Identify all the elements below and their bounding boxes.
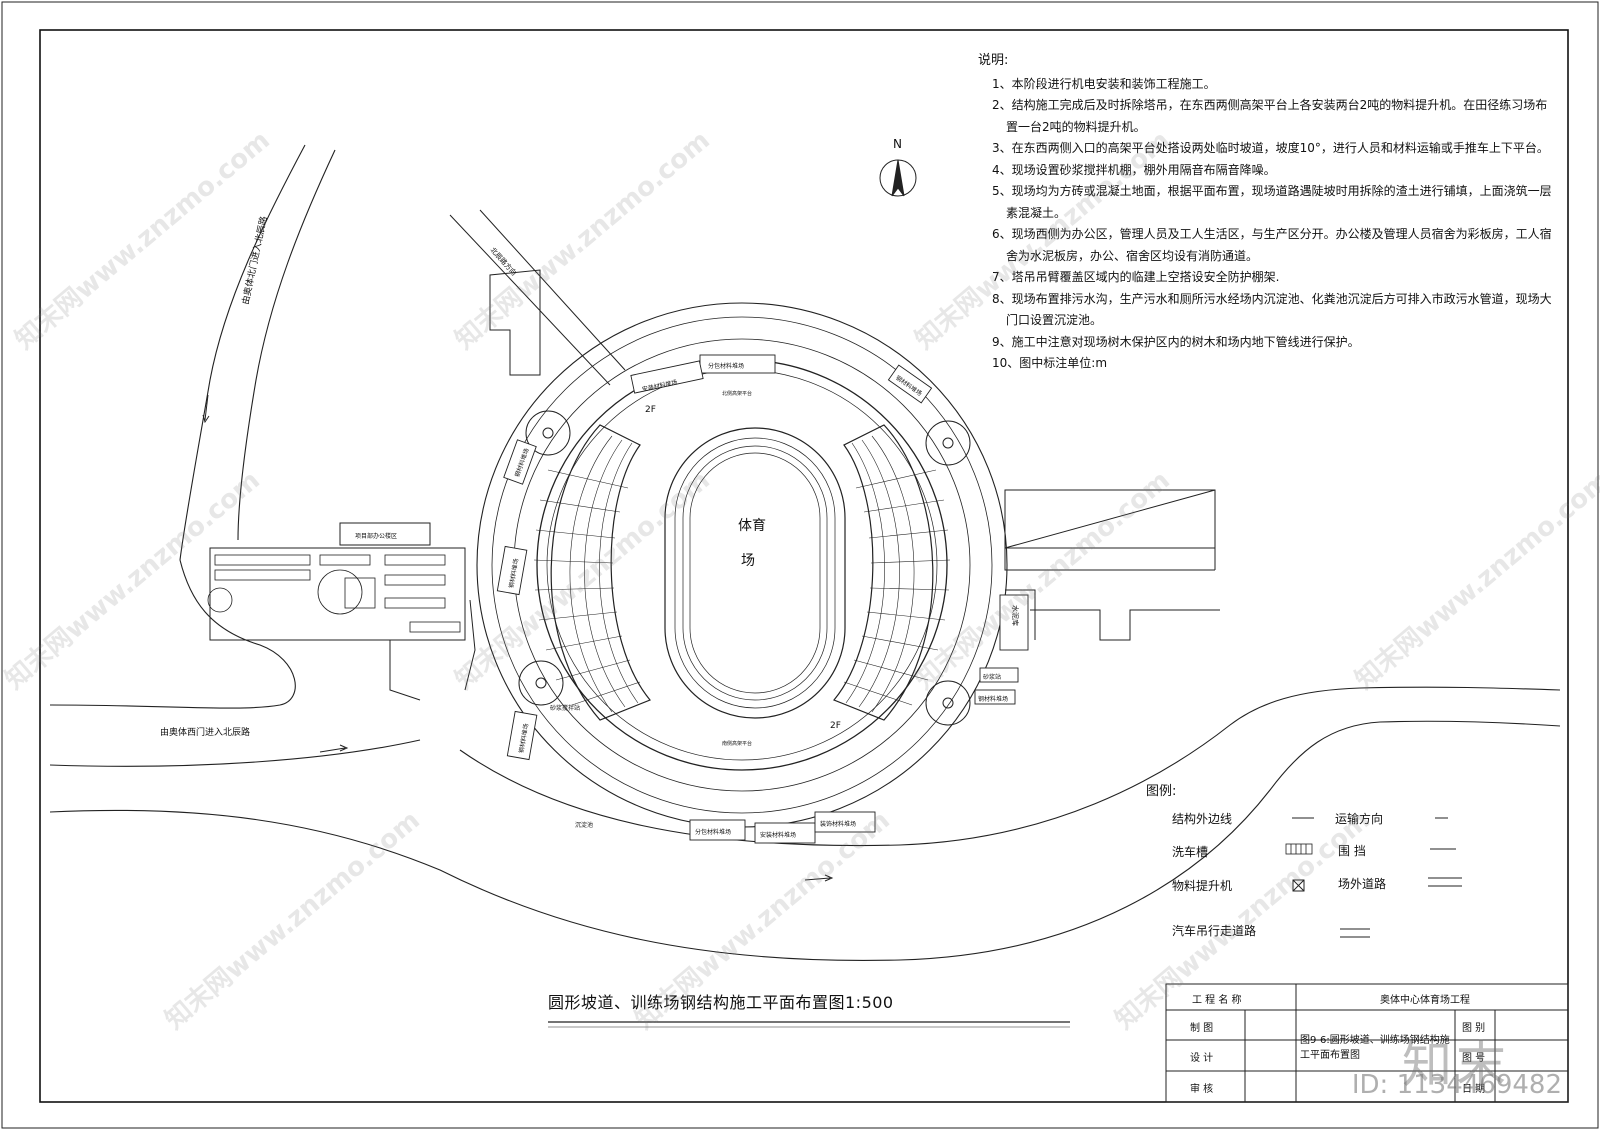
mortar-west: 砂浆搅拌站 [550,704,580,712]
tb-number-label: 图 号 [1462,1053,1486,1064]
river-edge-south [49,720,1561,961]
floor-label-bottom: 2F [830,721,841,731]
stack-south-1: 分包材料堆场 [695,828,731,836]
notes-panel: 说明: 1、本阶段进行机电安装和装饰工程施工。 2、结构施工完成后及时拆除塔吊，… [978,50,1558,375]
road-nw-label: 由奥体北门进入北辰路 [239,215,269,306]
stack-south-3: 装饰材料堆场 [820,820,856,828]
material-stacks [496,354,1029,844]
west-compound [209,547,466,641]
note-item: 4、现场设置砂浆搅拌机棚，棚外用隔音布隔音降噪。 [992,162,1276,177]
note-item: 6、现场西侧为办公区，管理人员及工人生活区，与生产区分开。办公楼及管理人员宿舍为… [992,227,1552,263]
stadium-name-1: 体育 [738,518,766,534]
lift-se [942,697,954,709]
lift-se-ring [925,680,971,726]
nw-road-arrow [202,394,210,424]
notes-heading: 说明: [978,53,1009,68]
legend-label-wash: 洗车槽 [1172,845,1209,859]
note-item: 9、施工中注意对现场树木保护区内的树木和场内地下管线进行保护。 [992,334,1360,349]
watermark-brand: 知末 [1402,1036,1510,1094]
north-road-edge-1 [449,214,611,386]
inner-border [39,29,1569,1103]
east-stand-grid [843,469,951,706]
legend-label-outline: 结构外边线 [1172,812,1233,826]
tb-project-value: 奥体中心体育场工程 [1380,995,1470,1006]
compass-label: N [893,137,902,151]
sink-east: 水泥库 [1011,605,1020,626]
west-dormitories [207,554,461,633]
east-annex [1004,548,1220,641]
tb-check-label: 审 核 [1190,1084,1214,1095]
north-platform-label: 北侧高架平台 [722,390,752,397]
legend-symbol-grid [1285,843,1313,855]
note-item: 10、图中标注单位:m [992,356,1108,370]
lift-nw [542,427,554,439]
tb-project-label: 工 程 名 称 [1192,995,1242,1006]
tb-drawn-label: 制 图 [1190,1023,1214,1034]
nw-road-edge-1 [179,144,306,561]
office-block [339,522,431,546]
lift-nw-ring [525,410,571,456]
title-block [1165,983,1569,1103]
steel-east: 钢材料堆场 [978,695,1008,703]
west-road-arrow [319,744,349,753]
legend-label-crane-road: 汽车吊行走道路 [1172,924,1257,938]
note-item: 7、塔吊吊臂覆盖区域内的临建上空搭设安全防护棚架. [992,270,1280,284]
watermark-id: ID: 1134469482 [1351,1070,1562,1100]
track-inner [689,452,821,694]
note-item: 8、现场布置排污水沟，生产污水和厕所污水经场内沉淀池、化粪池沉淀后方可排入市政污… [992,291,1552,328]
road-west-label: 由奥体西门进入北辰路 [160,726,250,738]
south-platform-label: 南侧高架平台 [722,740,752,747]
lift-sw [535,677,547,689]
stack-south-2: 安装材料堆场 [760,831,796,839]
west-road-north-edge [49,559,296,709]
floor-label-top: 2F [645,405,656,415]
tb-drawing-title: 图9-6:圆形坡道、训练场钢结构施工平面布置图 [1300,1035,1450,1061]
tb-design-label: 设 计 [1190,1053,1214,1064]
tb-date-label: 日 期 [1462,1084,1486,1095]
drawing-caption: 圆形坡道、训练场钢结构施工平面布置图1:500 [548,993,894,1012]
river-edge-north [459,686,1561,847]
legend-symbol-lift [1292,879,1305,892]
note-item: 1、本阶段进行机电安装和装饰工程施工。 [992,76,1216,91]
west-access-road [389,599,476,701]
tb-sheet-label: 图 别 [1462,1023,1486,1034]
note-item: 2、结构施工完成后及时拆除塔吊，在东西两侧高架平台上各安装两台2吨的物料提升机。… [992,98,1548,134]
mortar-east: 砂浆站 [983,673,1001,681]
note-item: 3、在东西两侧入口的高架平台处搭设两处临时坡道，坡度10°，进行人员和材料运输或… [992,141,1549,155]
legend-label-offsite-road: 场外道路 [1338,877,1387,891]
outer-road-ring-1 [491,316,993,814]
office-label: 项目部办公楼区 [355,532,397,540]
lift-sw-ring [518,660,564,706]
legend-label-lift: 物料提升机 [1172,879,1233,893]
west-stand-grid [533,469,641,706]
south-road-arrow [804,874,834,882]
track-lane-1 [674,437,836,709]
lift-ne [942,437,954,449]
compass-arrow-icon [891,159,905,197]
legend-title: 图例: [1146,784,1177,799]
stack-north-2: 分包材料堆场 [708,362,744,370]
track-lane-2 [682,445,828,701]
track-outer [664,427,846,719]
north-building [489,269,541,376]
lift-ne-ring [925,420,971,466]
legend-label-transport: 运输方向 [1335,812,1384,826]
sink-south: 沉淀池 [575,821,593,829]
west-road-south-edge [49,739,421,767]
note-item: 5、现场均为方砖或混凝土地面，根据平面布置，现场道路遇陡坡时用拆除的渣土进行铺填… [992,184,1552,220]
nw-road-edge-2 [237,149,336,541]
stadium-name-2: 场 [741,553,755,569]
legend-label-fence: 围 挡 [1338,844,1366,858]
